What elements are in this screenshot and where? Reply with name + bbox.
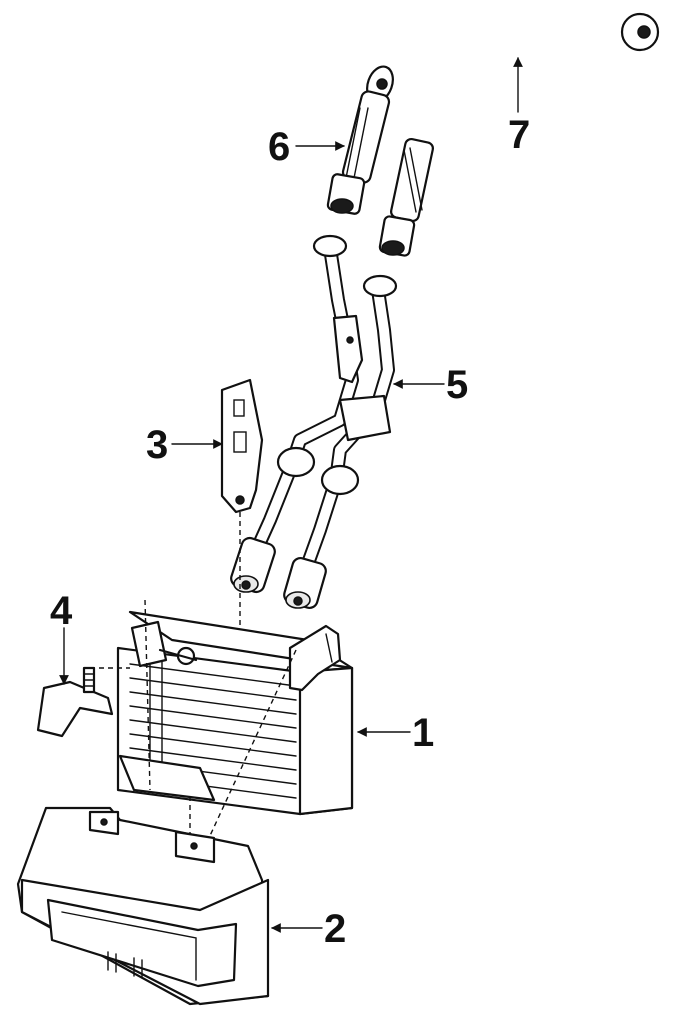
callout-3: 3 bbox=[146, 423, 168, 467]
callout-6: 6 bbox=[268, 125, 290, 169]
callout-4: 4 bbox=[50, 589, 73, 633]
part-2-shroud bbox=[16, 806, 270, 1006]
part-3-bracket bbox=[220, 378, 264, 630]
callout-2: 2 bbox=[324, 907, 346, 951]
callout-7: 7 bbox=[508, 113, 530, 157]
part-7-cooler-line bbox=[378, 12, 660, 257]
part-5-cooler-pipes bbox=[230, 234, 398, 609]
part-1-oil-cooler bbox=[116, 599, 354, 841]
callout-arrows bbox=[59, 57, 523, 933]
callout-1: 1 bbox=[412, 711, 434, 755]
callout-5: 5 bbox=[446, 363, 468, 407]
part-4-stud-bracket bbox=[36, 666, 130, 738]
part-6-hose bbox=[326, 65, 394, 215]
callout-labels: 1 2 3 4 5 6 7 bbox=[50, 113, 530, 951]
